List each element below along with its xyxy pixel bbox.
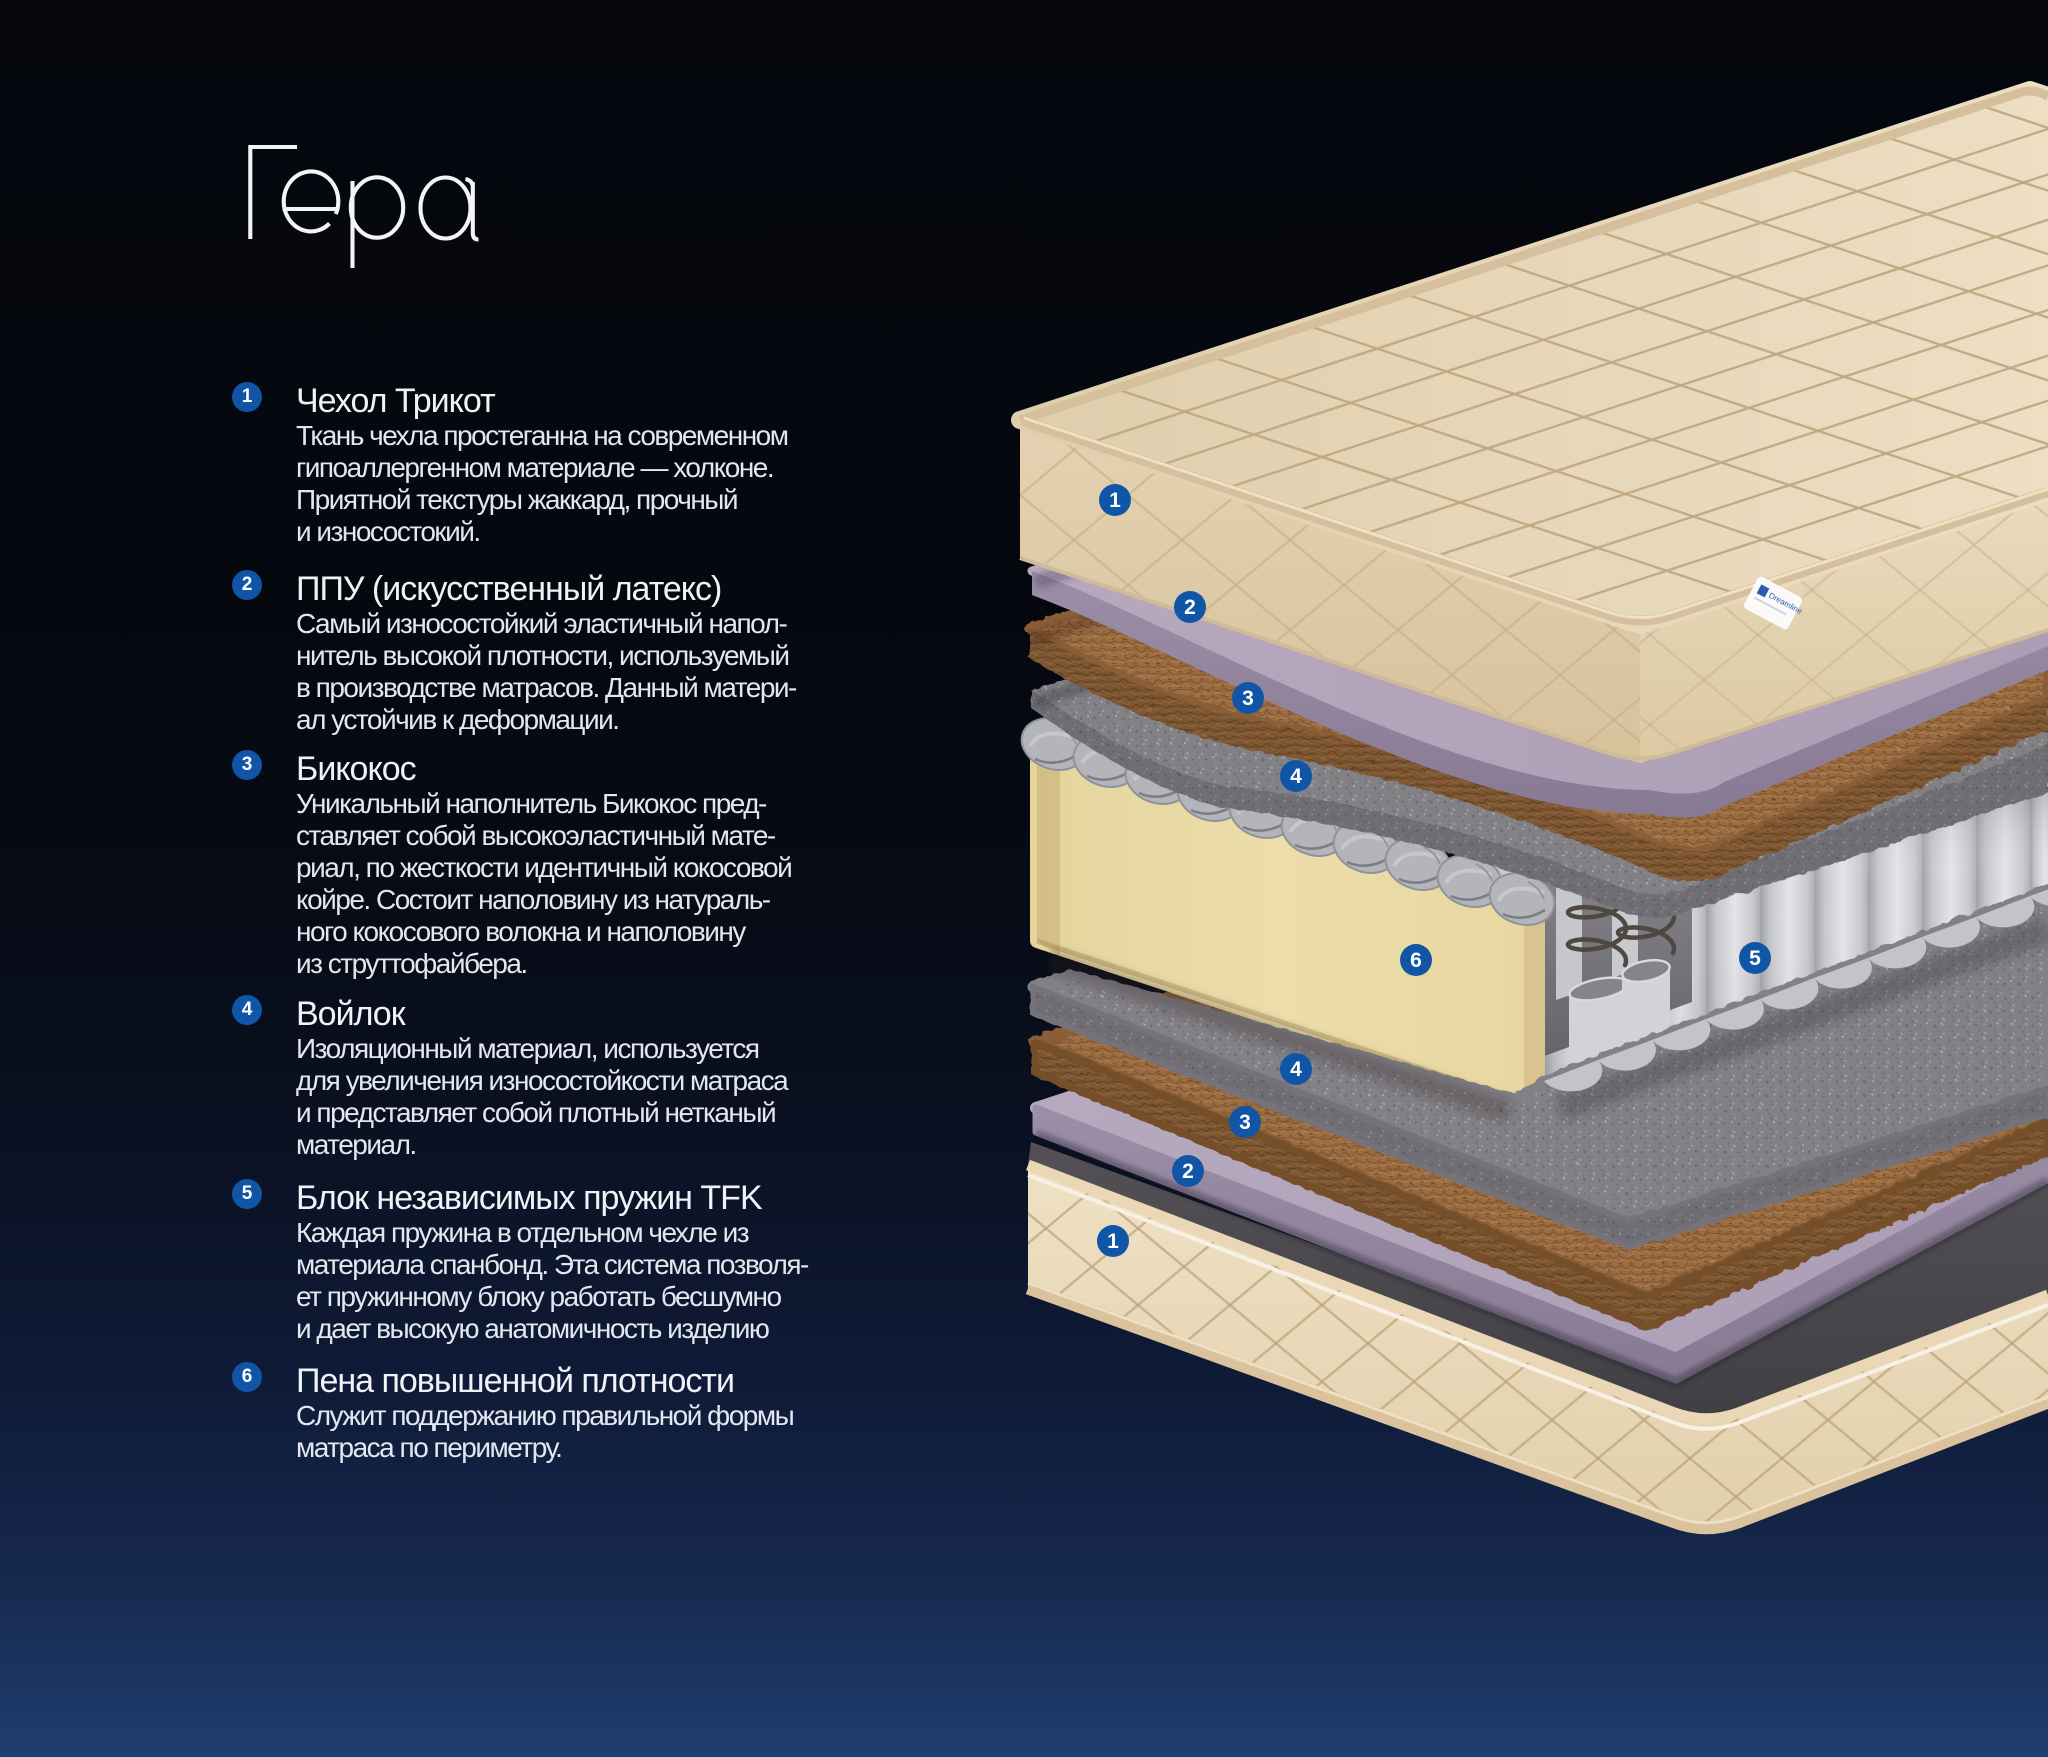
svg-text:1: 1 (1107, 1230, 1119, 1253)
svg-text:2: 2 (1182, 1160, 1194, 1183)
svg-text:1: 1 (1109, 489, 1121, 512)
svg-text:5: 5 (1749, 947, 1761, 970)
svg-text:3: 3 (1239, 1111, 1251, 1134)
svg-text:6: 6 (1410, 949, 1422, 972)
svg-text:3: 3 (1242, 687, 1254, 710)
svg-text:2: 2 (1184, 596, 1196, 619)
svg-text:4: 4 (1290, 765, 1302, 788)
svg-text:4: 4 (1290, 1058, 1302, 1081)
